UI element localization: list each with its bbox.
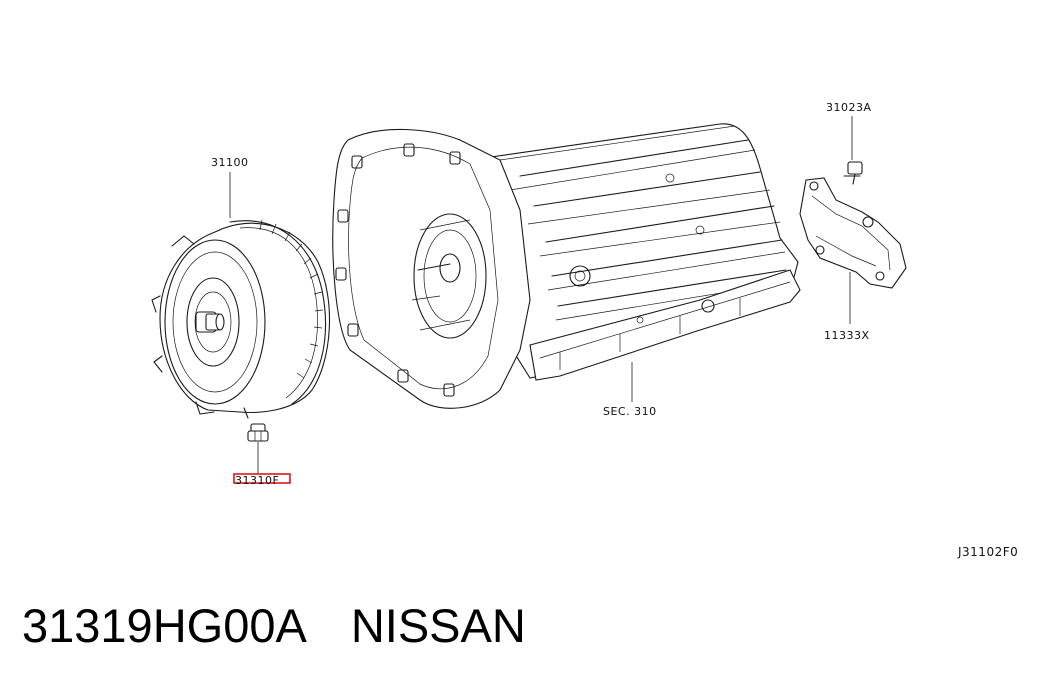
label-bolt: 31023A	[826, 101, 872, 114]
label-torque-converter: 31100	[211, 156, 249, 169]
label-drain-plug: 31310F	[235, 474, 279, 487]
label-transmission: SEC. 310	[603, 405, 657, 418]
mount-bracket	[799, 177, 907, 289]
caption: 31319HG00A NISSAN	[22, 598, 570, 654]
drain-plug	[247, 423, 269, 442]
transmission-case	[332, 123, 801, 409]
label-bracket: 11333X	[824, 329, 870, 342]
part-number: 31319HG00A	[22, 599, 307, 652]
torque-converter	[151, 219, 331, 419]
highlighted-part-label[interactable]: 31310F	[233, 473, 291, 487]
brand-name: NISSAN	[350, 599, 526, 652]
label-figure-code: J31102F0	[957, 545, 1018, 559]
mount-bolt	[843, 161, 863, 185]
